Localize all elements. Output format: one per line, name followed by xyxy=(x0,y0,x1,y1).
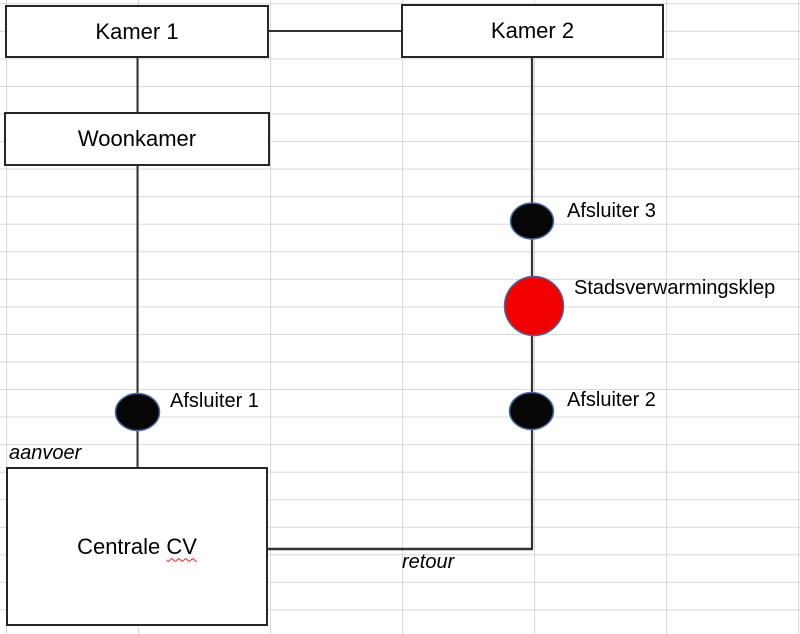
box-kamer1[interactable]: Kamer 1 xyxy=(5,5,269,58)
label-afsluiter3[interactable]: Afsluiter 3 xyxy=(567,200,656,222)
box-woonkamer[interactable]: Woonkamer xyxy=(4,112,270,166)
label-aanvoer-supply[interactable]: aanvoer xyxy=(9,442,82,464)
valve-stadsverwarmingsklep[interactable] xyxy=(503,275,565,337)
centrale-cv-label-text: Centrale xyxy=(77,533,167,559)
box-kamer2[interactable]: Kamer 2 xyxy=(401,4,664,58)
box-centrale-cv[interactable]: Centrale CV xyxy=(6,467,268,626)
box-centrale-cv-label: Centrale CV xyxy=(77,534,197,560)
label-afsluiter2[interactable]: Afsluiter 2 xyxy=(567,389,656,411)
label-stadsverwarmingsklep[interactable]: Stadsverwarmingsklep xyxy=(574,277,776,299)
valve-afsluiter3[interactable] xyxy=(509,202,555,240)
box-kamer2-label: Kamer 2 xyxy=(490,18,575,43)
label-afsluiter1[interactable]: Afsluiter 1 xyxy=(170,390,259,412)
valve-afsluiter1[interactable] xyxy=(114,392,161,432)
label-retour-return[interactable]: retour xyxy=(402,551,455,573)
box-woonkamer-label: Woonkamer xyxy=(77,126,197,151)
valve-afsluiter2[interactable] xyxy=(508,391,555,431)
box-kamer1-label: Kamer 1 xyxy=(95,18,179,44)
centrale-cv-label-misspelled-word: CV xyxy=(166,533,197,559)
